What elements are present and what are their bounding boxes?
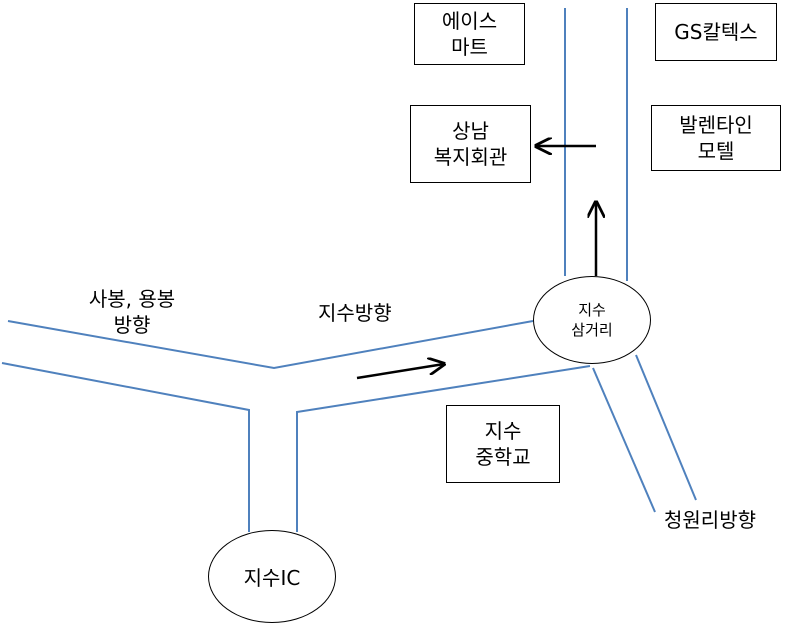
jisu-direction: 지수방향	[318, 300, 392, 326]
jisu-ic-label: 지수IC	[243, 566, 301, 590]
east-road-lower-edge	[296, 365, 591, 532]
jisu-middle-school: 지수 중학교	[446, 405, 560, 483]
junction-line1: 지수	[578, 301, 606, 319]
junction-line2: 삼거리	[571, 321, 613, 339]
school-line2: 중학교	[475, 445, 531, 469]
sangnam-welfare-center: 상남 복지회관	[410, 105, 531, 183]
sabong-line2: 방향	[113, 313, 151, 337]
roads	[1, 8, 697, 532]
sabong-yongbong-direction: 사봉, 용봉 방향	[72, 286, 192, 338]
ace-mart: 에이스 마트	[414, 3, 525, 65]
ace-mart-line2: 마트	[451, 35, 488, 59]
west-road-lower-edge	[1, 362, 250, 532]
cheongwonri-direction: 청원리방향	[664, 507, 756, 533]
school-line1: 지수	[484, 419, 522, 443]
sabong-line1: 사봉, 용봉	[88, 287, 176, 311]
valentine-motel: 발렌타인 모텔	[651, 105, 781, 171]
arrow-right-icon	[356, 364, 444, 380]
west-road-upper-edge	[7, 320, 534, 370]
valentine-line1: 발렌타인	[679, 113, 753, 137]
jisu-direction-label: 지수방향	[318, 301, 392, 325]
jisu-junction: 지수 삼거리	[533, 276, 651, 364]
ace-mart-line1: 에이스	[441, 9, 498, 33]
gs-caltex-label: GS칼텍스	[674, 20, 758, 44]
valentine-line2: 모텔	[697, 139, 735, 163]
sangnam-line2: 복지회관	[433, 145, 508, 169]
south-road-right-edge	[635, 354, 697, 501]
south-road-left-edge	[592, 367, 656, 513]
direction-arrows	[356, 146, 596, 380]
sangnam-line1: 상남	[452, 119, 489, 143]
gs-caltex: GS칼텍스	[655, 3, 777, 61]
jisu-ic: 지수IC	[208, 530, 336, 623]
cheongwonri-label: 청원리방향	[664, 508, 756, 532]
